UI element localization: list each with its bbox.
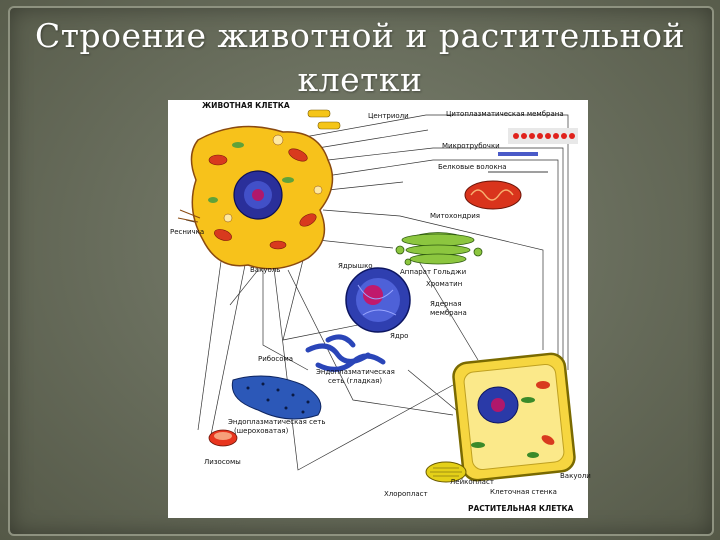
membrane-drawing <box>508 128 578 144</box>
centrioles-drawing <box>307 109 341 130</box>
label-microtubules: Микротрубочки <box>442 142 500 150</box>
microtubules-drawing <box>488 152 548 173</box>
label-rough-er-2: (шероховатая) <box>234 427 289 435</box>
golgi-drawing <box>395 232 483 266</box>
rough-er-drawing <box>231 375 322 420</box>
label-leucoplast: Лейкопласт <box>450 478 494 486</box>
slide-title: Строение животной и растительной клетки <box>0 14 720 102</box>
connector-lines <box>185 114 569 471</box>
chloroplast-drawing <box>425 461 467 483</box>
label-centrioles: Центриоли <box>368 112 409 120</box>
label-lysosomes: Лизосомы <box>204 458 241 466</box>
label-nucleolus: Ядрышко <box>338 262 373 270</box>
label-rough-er-1: Эндоплазматическая сеть <box>228 418 326 426</box>
label-chloroplast: Хлоропласт <box>384 490 428 498</box>
label-smooth-er-1: Эндоплазматическая <box>316 368 395 376</box>
plant-cell-drawing <box>452 352 576 482</box>
label-mitochondria: Митохондрия <box>430 212 480 220</box>
mitochondria-drawing <box>464 180 522 210</box>
label-vacuole: Вакуоль <box>250 266 281 274</box>
label-protein-fibers: Белковые волокна <box>438 163 507 171</box>
plant-cell-label: РАСТИТЕЛЬНАЯ КЛЕТКА <box>468 504 574 513</box>
slide-frame <box>8 6 714 536</box>
nucleus-drawing <box>345 267 411 333</box>
label-nuclear-membrane-2: мембрана <box>430 309 467 317</box>
diagram-drawing <box>177 109 578 483</box>
label-nucleus: Ядро <box>390 332 409 340</box>
cell-diagram: ЖИВОТНАЯ КЛЕТКА Центриоли Цитоплазматиче… <box>168 100 591 518</box>
label-vacuoles: Вакуоли <box>560 472 591 480</box>
lysosome-drawing <box>208 429 238 447</box>
label-smooth-er-2: сеть (гладкая) <box>328 377 383 385</box>
title-line-2: клетки <box>297 60 423 99</box>
label-chromatin: Хроматин <box>426 280 463 288</box>
animal-cell-label: ЖИВОТНАЯ КЛЕТКА <box>202 101 290 110</box>
label-golgi: Аппарат Гольджи <box>400 268 467 276</box>
label-ribosome: Рибосома <box>258 355 294 363</box>
title-line-1: Строение животной и растительной <box>34 16 686 55</box>
label-cytoplasmic-membrane: Цитоплазматическая мембрана <box>446 110 564 118</box>
label-cilium: Ресничка <box>170 228 205 236</box>
animal-cell-drawing <box>177 125 334 270</box>
smooth-er-drawing <box>305 334 386 372</box>
label-cell-wall: Клеточная стенка <box>490 488 557 496</box>
label-nuclear-membrane-1: Ядерная <box>430 300 462 308</box>
